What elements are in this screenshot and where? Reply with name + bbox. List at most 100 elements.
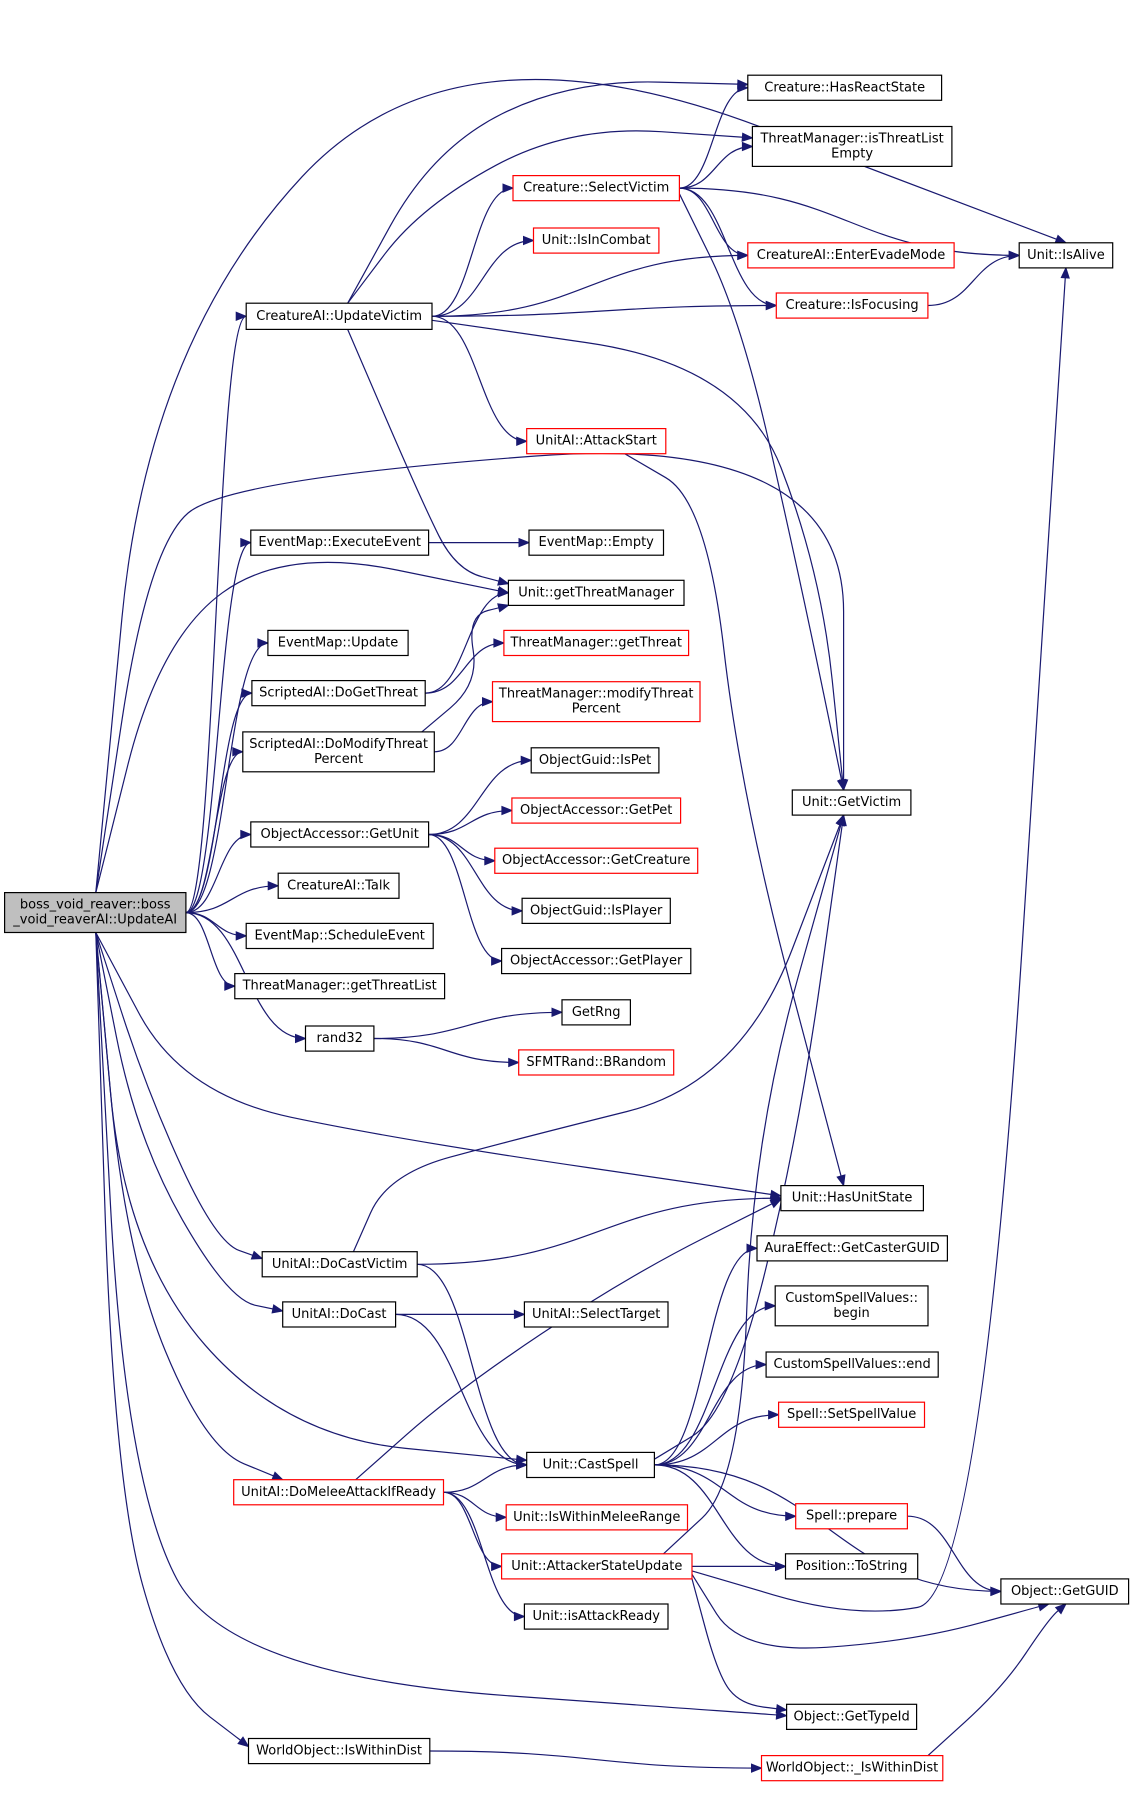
function-node[interactable]: ThreatManager::getThreatList (234, 972, 446, 1000)
call-edge (95, 932, 528, 1461)
node-label: ObjectGuid::IsPlayer (530, 903, 663, 918)
call-edge (95, 452, 845, 893)
call-edge (421, 604, 509, 733)
arrow-head (241, 688, 254, 698)
function-node[interactable]: ThreatManager::getThreat (503, 629, 690, 657)
call-edge (428, 833, 502, 962)
arrow-head (497, 576, 510, 586)
node-label: EventMap::ExecuteEvent (258, 535, 421, 550)
function-node[interactable]: ObjectGuid::IsPet (530, 747, 660, 774)
node-box (494, 847, 699, 874)
node-label: UnitAI::AttackStart (536, 434, 657, 449)
call-edge (395, 1313, 527, 1466)
function-node[interactable]: Position::ToString (784, 1553, 919, 1580)
function-node[interactable]: UnitAI::DoCast (282, 1301, 397, 1328)
function-node[interactable]: CreatureAI::EnterEvadeMode (747, 242, 955, 269)
arrow-head (271, 1304, 285, 1314)
function-node[interactable]: CreatureAI::UpdateVictim (245, 302, 433, 331)
function-node[interactable]: Object::GetTypeId (785, 1703, 918, 1731)
node-box (233, 1479, 445, 1506)
call-edge (95, 78, 1067, 893)
arrow-head (737, 250, 750, 261)
node-box (242, 731, 435, 773)
node-label: Percent (314, 752, 363, 767)
function-node[interactable]: UnitAI::AttackStart (526, 428, 667, 455)
arrow-head (240, 537, 253, 548)
function-node[interactable]: CreatureAI::Talk (277, 872, 400, 899)
function-node[interactable]: Unit::isAttackReady (523, 1603, 669, 1630)
node-label: Unit::IsWithinMeleeRange (513, 1510, 680, 1525)
node-box (501, 1553, 693, 1580)
function-node[interactable]: Spell::SetSpellValue (777, 1401, 926, 1428)
function-node[interactable]: Unit::IsInCombat (532, 227, 660, 254)
arrow-head (741, 141, 754, 152)
function-node[interactable]: ObjectAccessor::GetPlayer (501, 947, 692, 975)
call-edge (679, 187, 777, 307)
function-node[interactable]: Creature::HasReactState (747, 74, 943, 101)
function-node[interactable]: boss_void_reaver::boss_void_reaverAI::Up… (3, 891, 187, 934)
node-label: ObjectAccessor::GetPlayer (510, 954, 683, 969)
function-node[interactable]: ObjectAccessor::GetPet (511, 797, 682, 824)
arrow-head (836, 778, 847, 792)
arrow-head (764, 1301, 777, 1311)
function-node[interactable]: Object::GetGUID (1000, 1578, 1130, 1605)
function-node[interactable]: Unit::IsAlive (1018, 242, 1114, 269)
function-node[interactable]: ObjectAccessor::GetUnit (250, 821, 430, 848)
node-box (245, 922, 434, 950)
function-node[interactable]: GetRng (561, 999, 632, 1026)
call-edge (95, 932, 284, 1481)
function-node[interactable]: EventMap::Update (267, 629, 409, 657)
arrow-head (482, 696, 494, 707)
function-node[interactable]: EventMap::ScheduleEvent (245, 922, 434, 950)
function-node[interactable]: Creature::IsFocusing (775, 292, 929, 319)
function-node[interactable]: Unit::getThreatManager (507, 579, 685, 606)
function-node[interactable]: Unit::GetVictim (791, 789, 912, 816)
function-node[interactable]: Unit::AttackerStateUpdate (501, 1553, 693, 1580)
arrow-head (768, 1409, 780, 1420)
function-node[interactable]: Unit::CastSpell (526, 1451, 656, 1479)
function-node[interactable]: ObjectAccessor::GetCreature (494, 847, 699, 874)
node-label: Creature::HasReactState (764, 80, 925, 95)
function-node[interactable]: WorldObject::IsWithinDist (247, 1737, 431, 1765)
node-label: WorldObject::IsWithinDist (256, 1744, 422, 1759)
function-node[interactable]: CustomSpellValues::end (765, 1351, 939, 1378)
arrow-head (484, 855, 497, 866)
node-label: Spell::SetSpellValue (787, 1407, 916, 1422)
call-edge (678, 193, 845, 791)
function-node[interactable]: SFMTRand::BRandom (518, 1049, 675, 1076)
node-label: ObjectAccessor::GetCreature (502, 853, 690, 868)
node-label: GetRng (572, 1005, 621, 1020)
arrow-head (513, 1611, 526, 1622)
function-node[interactable]: Creature::SelectVictim (512, 175, 680, 202)
function-node[interactable]: UnitAI::SelectTarget (523, 1301, 669, 1328)
function-node[interactable]: Unit::HasUnitState (780, 1184, 925, 1212)
function-node[interactable]: EventMap::ExecuteEvent (250, 529, 430, 556)
function-node[interactable]: Spell::prepare (795, 1503, 909, 1530)
function-node[interactable]: ObjectGuid::IsPlayer (521, 897, 671, 924)
call-edge (691, 1578, 788, 1711)
function-node[interactable]: UnitAI::DoCastVictim (261, 1251, 418, 1278)
node-label: CreatureAI::UpdateVictim (256, 309, 422, 324)
function-node[interactable]: Unit::IsWithinMeleeRange (505, 1504, 689, 1531)
node-box (784, 1553, 919, 1580)
node-label: Creature::SelectVictim (523, 181, 669, 196)
function-node[interactable]: UnitAI::DoMeleeAttackIfReady (233, 1479, 445, 1506)
node-label: _void_reaverAI::UpdateAI (12, 913, 177, 928)
arrow-head (741, 132, 754, 142)
function-node[interactable]: EventMap::Empty (528, 529, 665, 556)
call-edge (185, 315, 247, 914)
call-edge (679, 187, 1020, 256)
function-node[interactable]: AuraEffect::GetCasterGUID (756, 1235, 948, 1262)
call-edge (425, 642, 504, 694)
function-node[interactable]: CustomSpellValues::begin (774, 1285, 929, 1327)
call-edge (347, 329, 509, 585)
arrow-head (240, 829, 253, 840)
function-node[interactable]: WorldObject::_IsWithinDist (760, 1754, 944, 1782)
function-node[interactable]: ScriptedAI::DoGetThreat (251, 679, 426, 707)
call-edge (95, 932, 787, 1717)
function-node[interactable]: rand32 (304, 1025, 375, 1052)
arrow-head (1008, 250, 1021, 261)
